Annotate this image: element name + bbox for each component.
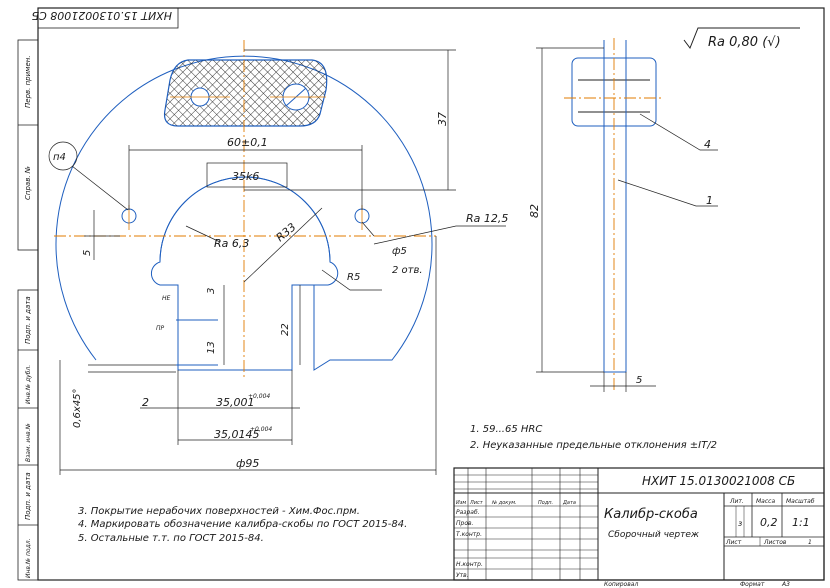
- svg-text:1: 1: [808, 539, 812, 546]
- svg-text:Лист: Лист: [725, 539, 742, 546]
- dimension-texts: 37 60±0,1 35k6 5 Ra 6,3 R33 ф5 2 отв. R5…: [53, 112, 508, 470]
- svg-text:1:1: 1:1: [792, 516, 810, 529]
- sheet-frame: [37, 7, 825, 581]
- svg-text:Изм: Изм: [456, 500, 466, 506]
- svg-text:Подп.: Подп.: [538, 500, 553, 506]
- footer-copied: Копировал: [604, 581, 638, 588]
- dim-r5: R5: [347, 272, 360, 283]
- dimension-lines: [48, 49, 506, 475]
- side-label-podl: Инв.№ подл.: [25, 538, 32, 578]
- stamp-box: [37, 7, 179, 29]
- roughness-general-mark: Ra 0,80 (√): [683, 27, 800, 50]
- dim-22: 22: [280, 323, 291, 336]
- dim-35k6: 35k6: [232, 170, 259, 183]
- dim-chamfer: 0,6x45°: [72, 388, 83, 428]
- dim-82: 82: [528, 204, 541, 218]
- dim-350145-tol: +0,004: [250, 426, 272, 433]
- side-view: 82 5 4 1: [528, 38, 718, 392]
- svg-text:Т.контр.: Т.контр.: [456, 531, 482, 538]
- dim-35001: 35,001: [216, 396, 255, 409]
- title-block-texts: НХИТ 15.0130021008 СБ Изм Лист № докум. …: [456, 474, 815, 588]
- footer-format-value: А3: [781, 581, 790, 588]
- dim-37: 37: [436, 112, 449, 126]
- title-name: Калибр-скоба: [604, 507, 698, 522]
- callout-n4: п4: [53, 152, 66, 163]
- dim-phi95: ф95: [236, 457, 259, 470]
- dim-r33: R33: [274, 220, 299, 244]
- dim-35001-tol: +0,004: [248, 393, 270, 400]
- side-label-vzam: Взам. инв.№: [25, 423, 32, 462]
- svg-text:з: з: [738, 519, 742, 528]
- stamp-top-text: НХИТ 15.0130021008 СБ: [32, 9, 172, 22]
- note-4: 4. Маркировать обозначение калибра-скобы…: [78, 518, 407, 530]
- dim-60: 60±0,1: [227, 136, 268, 149]
- svg-text:Дата: Дата: [562, 500, 576, 506]
- side-label-sprav: Справ. №: [24, 166, 32, 200]
- title-block: [453, 467, 825, 581]
- dim-13: 13: [206, 341, 217, 354]
- svg-text:Лит.: Лит.: [729, 498, 744, 505]
- leader-pos-4: 4: [704, 138, 711, 151]
- main-view: [54, 40, 436, 380]
- side-table-lower: [17, 289, 39, 581]
- dim-ra125: Ra 12,5: [466, 212, 508, 225]
- side-label-podp1: Подп. и дата: [24, 296, 32, 344]
- svg-text:0,2: 0,2: [760, 516, 778, 529]
- leader-pos-1: 1: [706, 194, 713, 207]
- svg-text:Пров.: Пров.: [456, 520, 474, 527]
- svg-text:Н.контр.: Н.контр.: [456, 561, 483, 568]
- title-subname: Сборочный чертеж: [608, 530, 700, 540]
- note-3: 3. Покрытие нерабочих поверхностей - Хим…: [78, 505, 360, 517]
- dim-pr: ПР: [156, 325, 165, 332]
- svg-text:Утв.: Утв.: [456, 572, 469, 579]
- svg-text:Листов: Листов: [763, 539, 787, 546]
- svg-text:Лист: Лист: [469, 500, 484, 506]
- svg-text:Масштаб: Масштаб: [786, 498, 815, 505]
- dim-ne: НЕ: [162, 295, 171, 302]
- title-designation: НХИТ 15.0130021008 СБ: [642, 474, 795, 488]
- dim-5-left: 5: [82, 250, 93, 256]
- side-label-podp2: Подп. и дата: [24, 472, 32, 520]
- svg-text:Ra 0,80 (√): Ra 0,80 (√): [708, 35, 781, 50]
- dim-phi5: ф5: [392, 246, 407, 257]
- footer-format: Формат: [740, 581, 765, 588]
- svg-text:Разраб.: Разраб.: [456, 509, 480, 516]
- note-5: 5. Остальные т.т. по ГОСТ 2015-84.: [78, 533, 264, 544]
- side-label-perv: Перв. примен.: [24, 55, 32, 108]
- dim-ra63: Ra 6,3: [214, 237, 249, 250]
- dim-5-side: 5: [636, 375, 642, 386]
- side-label-dubl: Инв.№ дубл.: [25, 365, 32, 404]
- side-table-upper: [17, 39, 39, 251]
- note-1: 1. 59...65 HRC: [470, 424, 542, 435]
- svg-text:№ докум.: № докум.: [491, 500, 517, 506]
- dim-350145: 35,0145: [214, 428, 260, 441]
- dim-2: 2: [142, 396, 149, 409]
- dim-2otv: 2 отв.: [392, 265, 423, 276]
- note-2: 2. Неуказанные предельные отклонения ±IT…: [470, 440, 717, 451]
- dim-3: 3: [206, 288, 217, 294]
- svg-text:Масса: Масса: [756, 498, 775, 505]
